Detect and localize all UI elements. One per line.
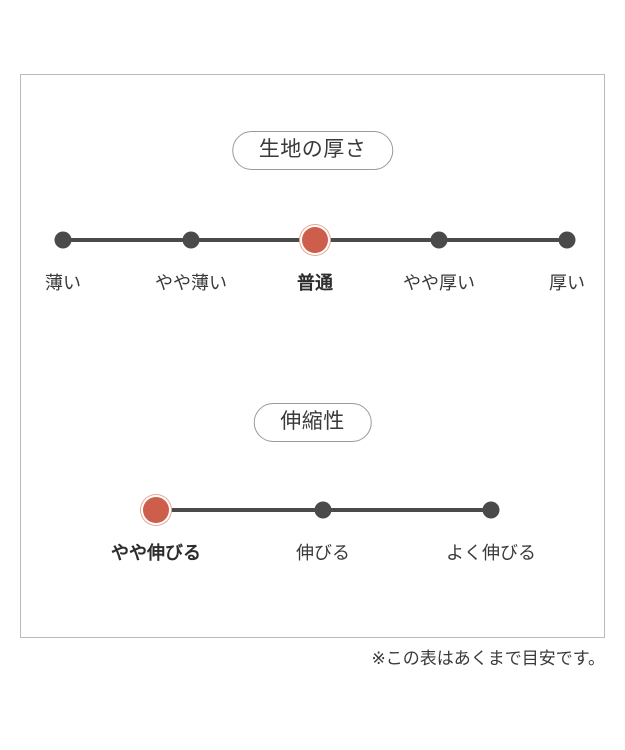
scale-point[interactable] (558, 231, 576, 249)
scale-point[interactable] (54, 231, 72, 249)
fabric-spec-card: 生地の厚さ薄い やや薄い 普通 やや厚い 厚い伸縮性やや伸びる 伸びる よく伸びる (20, 74, 605, 638)
scale-label-selected: やや伸びる (111, 543, 201, 563)
section-heading-1: 生地の厚さ (231, 131, 394, 170)
scale-label: 厚い (549, 273, 585, 293)
scale-point[interactable] (182, 231, 200, 249)
scale-point[interactable] (430, 231, 448, 249)
scale-label: やや薄い (155, 273, 227, 293)
scale-label: よく伸びる (446, 543, 536, 563)
footnote-disclaimer: ※この表はあくまで目安です。 (371, 649, 605, 668)
scale-point-selected[interactable] (143, 497, 169, 523)
scale-label: やや厚い (403, 273, 475, 293)
scale-label: 薄い (45, 273, 81, 293)
scale-point[interactable] (314, 501, 332, 519)
section-heading-2: 伸縮性 (253, 403, 372, 442)
scale-label-selected: 普通 (297, 273, 333, 293)
scale-point-selected[interactable] (302, 227, 328, 253)
scale-label: 伸びる (296, 543, 350, 563)
scale-point[interactable] (482, 501, 500, 519)
